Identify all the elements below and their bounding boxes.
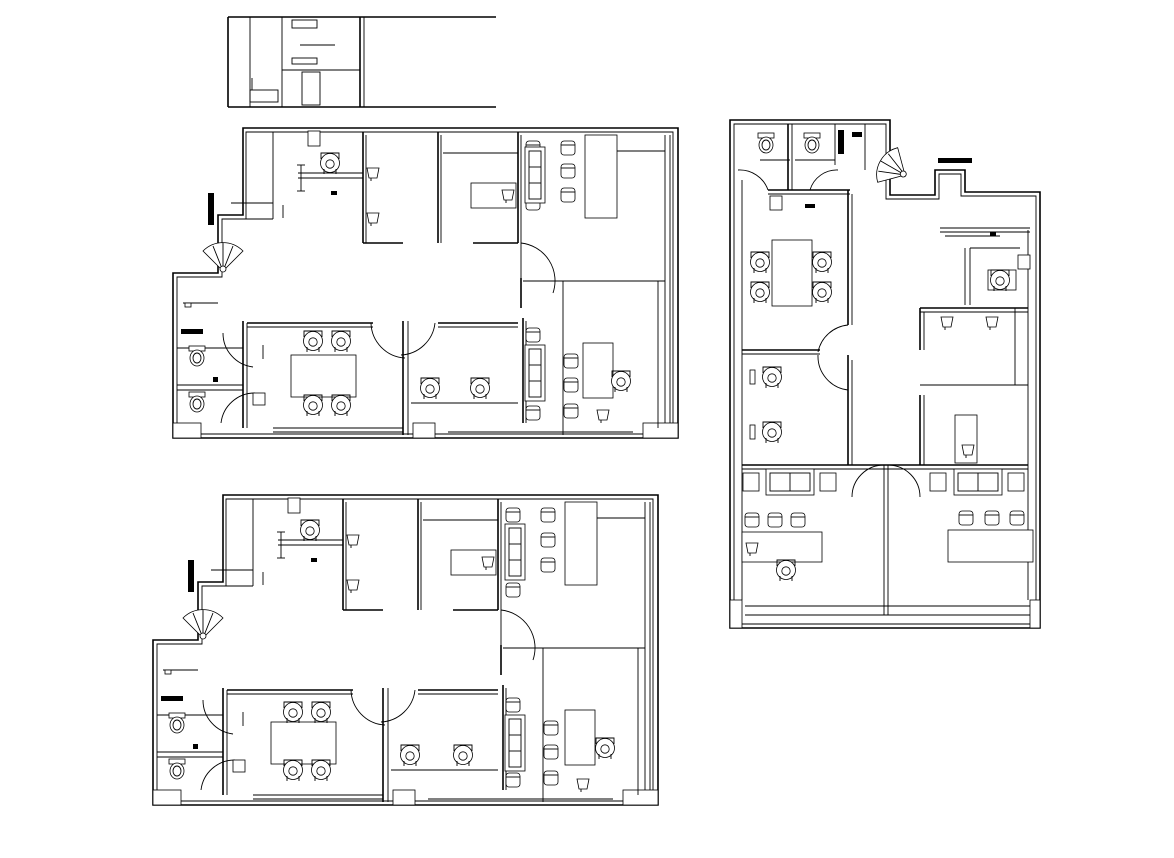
person-icon: [453, 744, 473, 767]
person-icon: [331, 330, 351, 353]
chair-icon: [525, 327, 541, 343]
lamp-icon: [596, 409, 610, 424]
chair-icon: [525, 405, 541, 421]
chair-icon: [563, 353, 579, 369]
sofa-icon: [953, 468, 1003, 496]
lamp-icon: [940, 316, 954, 331]
lamp-icon: [366, 167, 380, 182]
person-icon: [300, 519, 320, 542]
revolving-door-icon: [869, 143, 917, 194]
person-icon: [311, 701, 331, 724]
person-icon: [750, 251, 770, 274]
chair-icon: [540, 532, 556, 548]
plan-bottom-left: [152, 494, 659, 806]
chair-icon: [958, 510, 974, 526]
toilet-icon: [188, 345, 206, 367]
chair-icon: [560, 140, 576, 156]
lamp-icon: [366, 212, 380, 227]
person-icon: [611, 370, 631, 393]
sofa-icon: [504, 523, 526, 581]
lamp-icon: [985, 316, 999, 331]
lamp-icon: [346, 579, 360, 594]
chair-icon: [560, 187, 576, 203]
chair-icon: [1009, 510, 1025, 526]
person-icon: [303, 330, 323, 353]
chair-icon: [543, 720, 559, 736]
sofa-icon: [504, 714, 526, 772]
chair-icon: [744, 512, 760, 528]
person-icon: [331, 394, 351, 417]
chair-icon: [543, 770, 559, 786]
chair-icon: [560, 163, 576, 179]
person-icon: [762, 366, 782, 389]
toilet-icon: [188, 391, 206, 413]
revolving-door-icon: [202, 242, 244, 273]
chair-icon: [767, 512, 783, 528]
person-icon: [750, 281, 770, 304]
revolving-door-icon: [182, 609, 224, 640]
person-icon: [812, 251, 832, 274]
chair-icon: [563, 403, 579, 419]
plan-right: [729, 119, 1041, 629]
person-icon: [283, 701, 303, 724]
chair-icon: [540, 557, 556, 573]
toilet-icon: [168, 758, 186, 780]
chair-icon: [540, 507, 556, 523]
sofa-icon: [765, 468, 815, 496]
toilet-icon: [168, 712, 186, 734]
person-icon: [283, 759, 303, 782]
chair-icon: [543, 744, 559, 760]
toilet-icon: [803, 132, 821, 154]
sofa-icon: [524, 146, 546, 204]
toilet-icon: [757, 132, 775, 154]
person-icon: [595, 737, 615, 760]
chair-icon: [563, 377, 579, 393]
person-icon: [762, 421, 782, 444]
person-icon: [812, 281, 832, 304]
chair-icon: [505, 697, 521, 713]
person-icon: [470, 377, 490, 400]
chair-icon: [505, 582, 521, 598]
person-icon: [776, 559, 796, 582]
elevation-detail: [227, 16, 496, 108]
lamp-icon: [346, 534, 360, 549]
chair-icon: [505, 772, 521, 788]
chair-icon: [790, 512, 806, 528]
person-icon: [303, 394, 323, 417]
sofa-icon: [524, 344, 546, 402]
person-icon: [311, 759, 331, 782]
chair-icon: [505, 507, 521, 523]
person-icon: [420, 377, 440, 400]
chair-icon: [984, 510, 1000, 526]
person-icon: [400, 744, 420, 767]
lamp-icon: [576, 778, 590, 793]
plan-top-left: [172, 127, 679, 439]
person-icon: [320, 152, 340, 175]
